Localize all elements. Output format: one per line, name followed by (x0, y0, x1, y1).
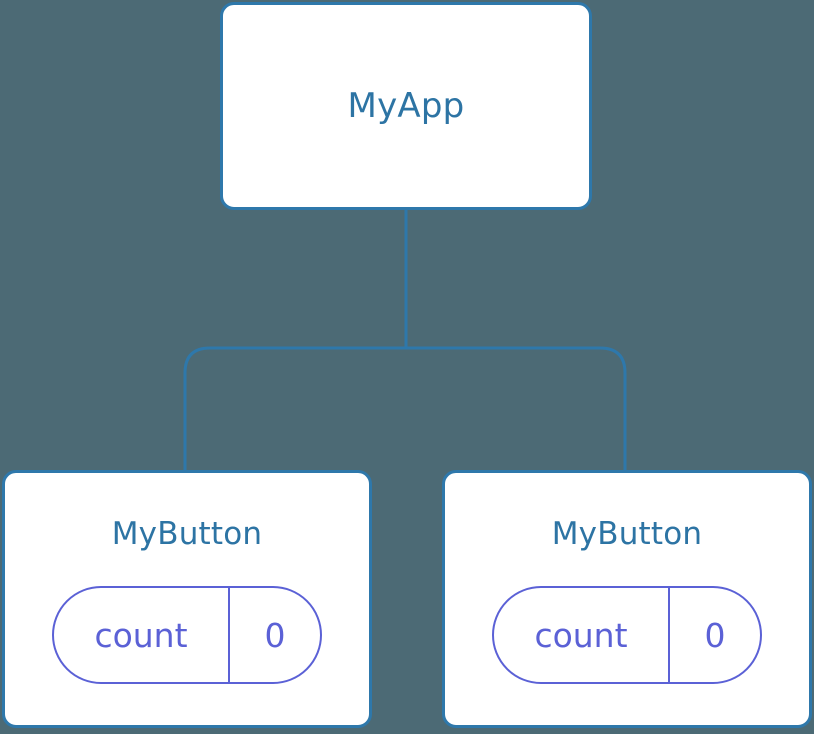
state-value-child-1: 0 (704, 615, 726, 655)
connector-branch-left (183, 346, 406, 472)
tree-node-root[interactable]: MyApp (220, 2, 592, 210)
tree-node-child-0-label: MyButton (111, 516, 263, 552)
state-pill-child-1[interactable]: count 0 (492, 586, 762, 684)
tree-node-root-label: MyApp (347, 86, 465, 126)
state-key-child-1: count (494, 588, 670, 682)
state-key-child-0: count (54, 588, 230, 682)
tree-node-child-1[interactable]: MyButton count 0 (442, 470, 812, 728)
state-pill-child-0[interactable]: count 0 (52, 586, 322, 684)
state-value-child-0: 0 (264, 615, 286, 655)
tree-node-child-1-label: MyButton (551, 516, 703, 552)
connector-branch-right (406, 346, 627, 472)
tree-node-child-0[interactable]: MyButton count 0 (2, 470, 372, 728)
